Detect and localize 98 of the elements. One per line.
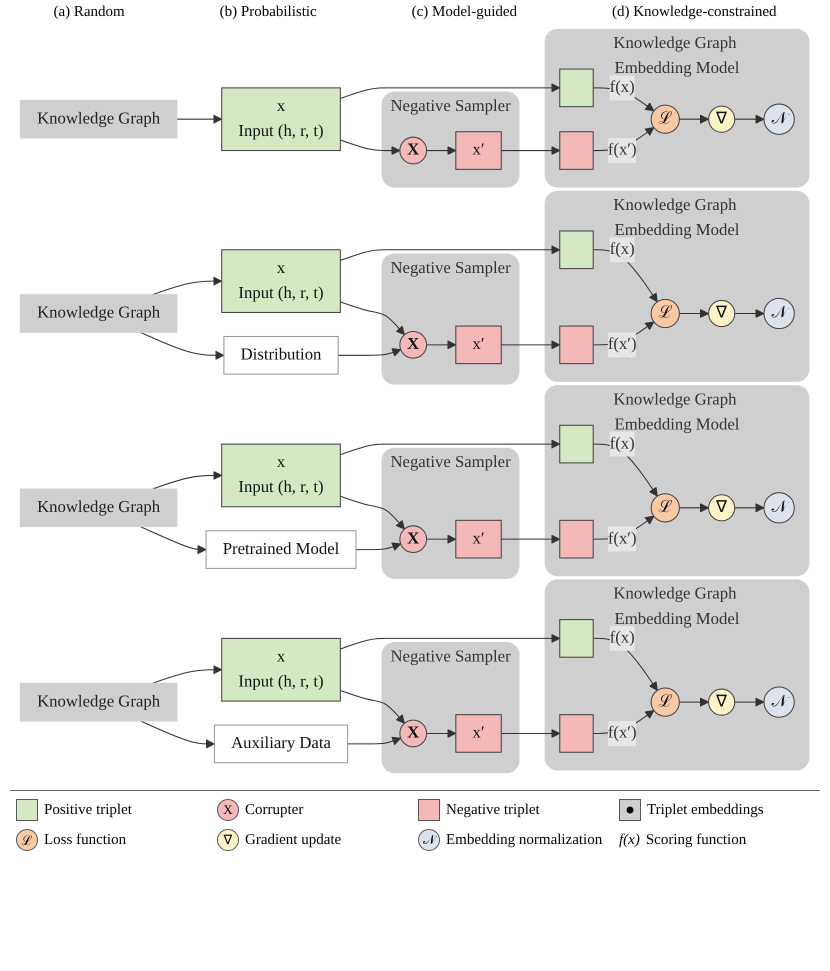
arrow [502,728,561,738]
node-box [560,131,594,170]
arrow [177,114,222,124]
arrow [152,665,222,684]
node-circle: ℒ [651,493,680,522]
legend-symbol: 𝒩 [418,829,440,851]
edge-label: f(x′) [608,335,637,354]
legend-label: Scoring function [646,832,746,848]
arrow [340,245,561,261]
arrow [338,348,402,357]
node-box: Knowledge Graph [20,100,178,139]
node-box: Distribution [224,336,340,375]
node-circle: X [400,330,428,359]
node-circle: ∇ [708,106,736,133]
panel-caption: (c) Model-guided [412,4,518,21]
arrow [426,728,457,738]
node-box: x′ [456,326,502,364]
arrow [356,542,402,552]
legend-label: Gradient update [245,832,342,848]
node-box: Auxiliary Data [214,724,349,764]
node-circle: ℒ [651,688,680,717]
arrow [426,146,457,156]
arrow [680,698,710,707]
node-box: x Input (h, r, t) [222,87,342,152]
legend-label: Loss function [44,832,126,848]
arrow [735,503,765,512]
arrow [680,114,710,124]
legend-label: Triplet embeddings [647,802,764,818]
node-box: x′ [456,131,502,170]
edge-label: f(x′) [608,141,637,159]
node-box [560,424,594,464]
node-circle: ℒ [651,298,680,328]
panel-caption: (d) Knowledge-constrained [612,4,777,21]
panel-caption: (b) Probabilistic [220,4,317,21]
node-box: Pretrained Model [206,530,357,569]
node-circle: ∇ [708,494,736,522]
node-box: Knowledge Graph [20,488,178,528]
arrow [340,83,561,99]
node-circle: 𝒩 [764,686,796,718]
edge-label: f(x) [610,78,636,96]
arrow [502,534,561,544]
arrow [680,503,710,512]
arrow [340,301,406,336]
legend-label: Positive triplet [44,802,132,818]
node-circle: ∇ [708,300,736,328]
node-box [560,326,594,364]
edge-label: f(x′) [608,724,637,742]
edge-label: f(x′) [608,530,637,548]
edge-label: f(x) [610,628,636,647]
node-box [560,619,594,658]
node-box: x Input (h, r, t) [222,638,342,702]
legend-symbol: X [217,799,239,821]
node-circle: X [400,525,428,554]
node-circle: X [400,136,428,164]
panel-caption: (a) Random [53,4,125,21]
legend-label: Negative triplet [446,802,540,818]
node-circle: X [400,720,428,748]
arrow [348,736,402,746]
arrow [140,720,216,748]
arrow [735,308,765,318]
arrow [152,276,222,296]
legend-symbol: ℒ [16,829,38,851]
legend-symbol: f(x) [619,832,640,848]
node-box [560,520,594,558]
arrow [340,440,561,456]
node-box: Knowledge Graph [20,682,178,722]
node-box: Knowledge Graph [20,294,178,333]
edge-label: f(x) [610,434,636,452]
arrow [426,534,457,544]
arrow [140,526,207,554]
node-box: x Input (h, r, t) [222,249,342,313]
node-circle: ∇ [708,688,736,716]
arrow [340,690,406,724]
arrow [502,340,561,350]
arrow [152,470,222,490]
node-box: x′ [456,714,502,753]
arrow [426,340,457,350]
node-box: x Input (h, r, t) [222,444,342,508]
node-box [560,714,594,753]
arrow [140,332,225,360]
arrow [735,698,765,707]
legend-symbol: ∇ [217,829,239,851]
arrow [340,496,406,530]
legend-label: Embedding normalization [446,832,602,848]
legend-label: Corrupter [245,802,304,818]
node-circle: 𝒩 [764,492,796,524]
node-circle: ℒ [651,104,680,134]
node-box: x′ [456,520,502,558]
edge-label: f(x) [610,240,636,258]
arrow [502,146,561,156]
node-circle: 𝒩 [764,104,796,135]
node-box [560,230,594,270]
arrow [735,114,765,124]
arrow [340,139,401,156]
node-circle: 𝒩 [764,298,796,330]
arrow [680,308,710,318]
arrow [340,634,561,650]
node-box [560,68,594,108]
